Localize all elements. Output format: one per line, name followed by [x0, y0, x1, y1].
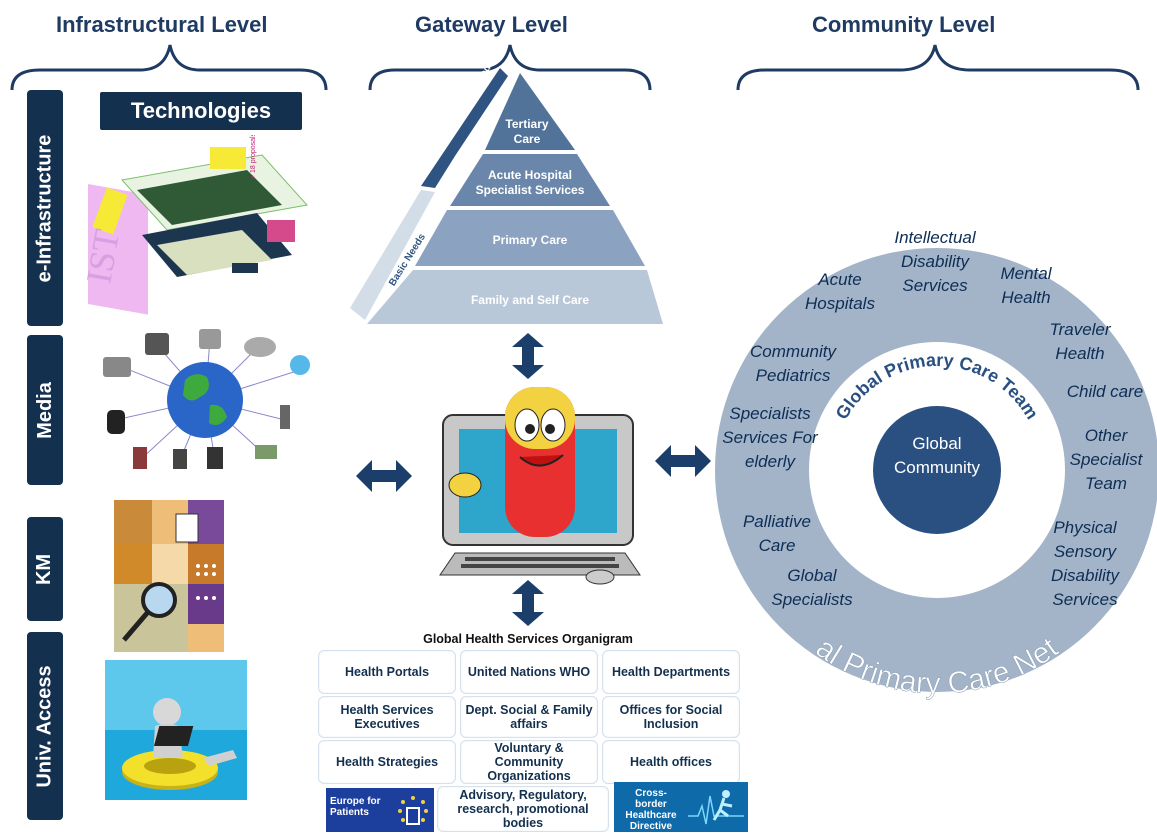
tab-univ-access: Univ. Access [27, 632, 63, 820]
infrastructural-level-title: Infrastructural Level [56, 12, 268, 37]
org-cell-voluntary-community: Voluntary & Community Organizations [460, 740, 598, 784]
europe-stars-icon [398, 796, 428, 825]
gateway-brace [368, 44, 652, 91]
universal-access-illustration [105, 660, 247, 800]
technologies-label: Technologies [100, 92, 302, 130]
ring-item-global-specialists: Global Specialists [771, 566, 853, 609]
ring-item-traveler-health: Traveler Health [1049, 320, 1111, 363]
ring-item-other-specialist-team: Other Specialist Team [1069, 426, 1143, 493]
ring-item-mental-health: Mental Health [1000, 264, 1052, 307]
badge-cross-border-directive-label: Cross-border Healthcare Directive [625, 788, 677, 832]
ring-item-intellectual-disability: Intellectual Disability Services [894, 228, 976, 295]
tab-km-label: KM [33, 553, 56, 585]
badge-cross-border-directive: Cross-border Healthcare Directive [614, 782, 748, 832]
tab-media-label: Media [33, 381, 56, 439]
org-cell-health-portals: Health Portals [318, 650, 456, 694]
arrow-pyramid-computer [512, 333, 544, 379]
org-cell-health-strategies: Health Strategies [318, 740, 456, 784]
badge-europe-for-patients-label: Europe for Patients [330, 796, 381, 818]
community-level-title: Community Level [812, 12, 996, 37]
care-pyramid [350, 68, 663, 324]
svg-text:+ 18 proposals: + 18 proposals [250, 135, 257, 179]
community-brace [736, 44, 1140, 91]
arrow-computer-organigram [512, 580, 544, 626]
ring-item-specialists-elderly: Specialists Services For elderly [722, 404, 818, 471]
tab-e-infrastructure-label: e-Infrastructure [33, 134, 56, 282]
level-braces [10, 44, 1140, 91]
tab-media: Media [27, 335, 63, 485]
tab-univ-access-label: Univ. Access [33, 664, 56, 788]
org-cell-health-services-executives: Health Services Executives [318, 696, 456, 738]
technologies-map-illustration: + 18 proposals IST [82, 135, 308, 315]
arrow-infrastructure-computer [356, 460, 412, 492]
media-globe-illustration [103, 329, 310, 469]
org-cell-health-departments: Health Departments [602, 650, 740, 694]
ring-item-community-pediatrics: Community Pediatrics [750, 342, 836, 385]
pyramid-tier-primary-care: Primary Care [492, 233, 568, 247]
infrastructural-brace [10, 44, 328, 91]
ring-item-child-care: Child care [1066, 382, 1144, 401]
badge-europe-for-patients: Europe for Patients [326, 788, 434, 832]
ring-item-acute-hospitals: Acute Hospitals [805, 270, 875, 313]
pyramid-tier-tertiary-care: Tertiary Care [505, 117, 549, 146]
org-cell-advisory-bodies: Advisory, Regulatory, research, promotio… [437, 786, 609, 832]
org-cell-united-nations-who: United Nations WHO [460, 650, 598, 694]
pyramid-tier-acute-hospital: Acute Hospital Specialist Services [475, 168, 585, 197]
pyramid-tier-family-self-care: Family and Self Care [470, 293, 590, 307]
gateway-level-title: Gateway Level [415, 12, 568, 37]
org-cell-offices-social-inclusion: Offices for Social Inclusion [602, 696, 740, 738]
community-ring: Global Primary Care Team Global Primary … [715, 130, 1157, 701]
cartoon-computer-mascot [439, 387, 641, 585]
org-cell-dept-social-family: Dept. Social & Family affairs [460, 696, 598, 738]
runner-icon [688, 790, 744, 825]
ring-item-physical-sensory-disability: Physical Sensory Disability Services [1050, 518, 1120, 609]
ring-item-palliative-care: Palliative Care [742, 512, 812, 555]
knowledge-management-illustration [114, 500, 224, 652]
organigram-title: Global Health Services Organigram [423, 632, 633, 646]
tab-km: KM [27, 517, 63, 621]
org-cell-health-offices: Health offices [602, 740, 740, 784]
arrow-computer-community [655, 445, 711, 477]
global-community-center: Global Community [894, 434, 980, 477]
tab-e-infrastructure: e-Infrastructure [27, 90, 63, 326]
